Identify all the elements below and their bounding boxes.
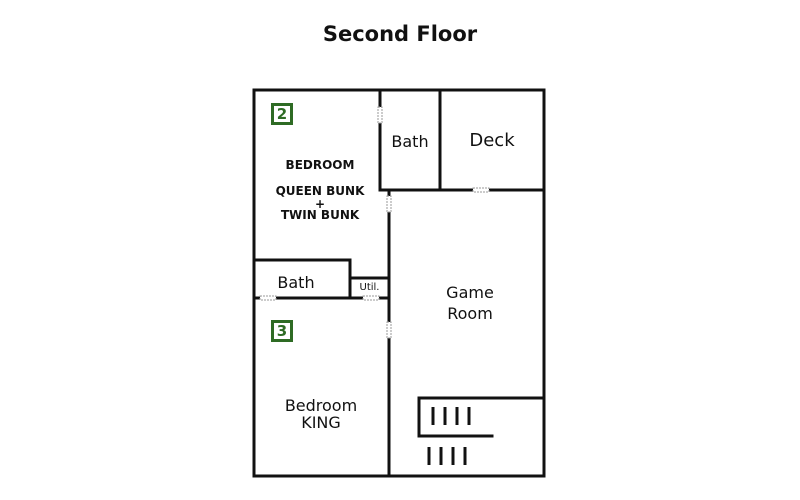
floor-title: Second Floor: [322, 22, 478, 46]
door-opening: [472, 187, 490, 193]
outer-wall: [252, 88, 546, 478]
game-room-label: Room: [447, 304, 493, 323]
bedroom-3-bed: KING: [301, 413, 341, 432]
utility-label: Util.: [359, 282, 380, 293]
bedroom-3-label: Bedroom: [284, 396, 358, 415]
bedroom-2-bed-line: TWIN BUNK: [280, 208, 360, 222]
room-number-badge: 2: [271, 103, 293, 125]
bath-lower-label: Bath: [277, 273, 315, 292]
door-opening: [377, 106, 383, 124]
door-opening: [362, 295, 380, 301]
bedroom-2-plus: +: [314, 197, 326, 211]
door-opening: [386, 195, 392, 213]
door-opening: [259, 295, 277, 301]
bath-upper-label: Bath: [391, 132, 429, 151]
deck-label: Deck: [469, 130, 515, 151]
bedroom-2-label: BEDROOM: [285, 158, 355, 172]
door-opening: [386, 321, 392, 339]
game-room-label: Game: [446, 283, 494, 302]
room-number-badge: 3: [271, 320, 293, 342]
bedroom-2-bed-line: QUEEN BUNK: [275, 184, 365, 198]
